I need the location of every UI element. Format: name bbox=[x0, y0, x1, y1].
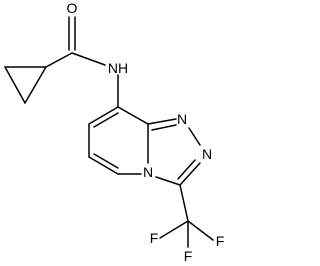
amide-group bbox=[45, 16, 119, 108]
bond bbox=[188, 127, 201, 146]
bond bbox=[179, 162, 201, 186]
triazole-n1-label: N bbox=[177, 111, 187, 127]
bond bbox=[159, 220, 189, 239]
double-bond bbox=[93, 153, 119, 169]
bond bbox=[155, 176, 181, 186]
double-bond bbox=[93, 112, 119, 128]
bond bbox=[88, 156, 119, 175]
bond bbox=[117, 106, 149, 125]
bond bbox=[45, 52, 73, 68]
amide-nh-label: NH bbox=[108, 60, 128, 76]
bond bbox=[187, 220, 214, 241]
cyclopropyl-ring bbox=[4, 66, 47, 104]
pyridine-ring bbox=[88, 106, 149, 175]
double-bond bbox=[151, 124, 177, 131]
oxygen-label: O bbox=[67, 0, 78, 16]
bond bbox=[71, 52, 106, 66]
bond bbox=[88, 106, 119, 125]
triazole-ring bbox=[147, 118, 201, 186]
chemical-structure: O NH N N N F F F bbox=[4, 0, 225, 264]
fluorine-label: F bbox=[216, 233, 225, 249]
fluorine-label: F bbox=[184, 248, 193, 264]
bond bbox=[24, 66, 47, 104]
fluorine-label: F bbox=[150, 230, 159, 246]
double-bond bbox=[177, 159, 196, 180]
bond bbox=[179, 184, 189, 222]
bridgehead-n-label: N bbox=[143, 164, 153, 180]
trifluoromethyl-group bbox=[159, 184, 214, 248]
double-bond bbox=[147, 118, 177, 125]
triazole-n2-label: N bbox=[202, 146, 212, 162]
bond bbox=[4, 66, 26, 104]
